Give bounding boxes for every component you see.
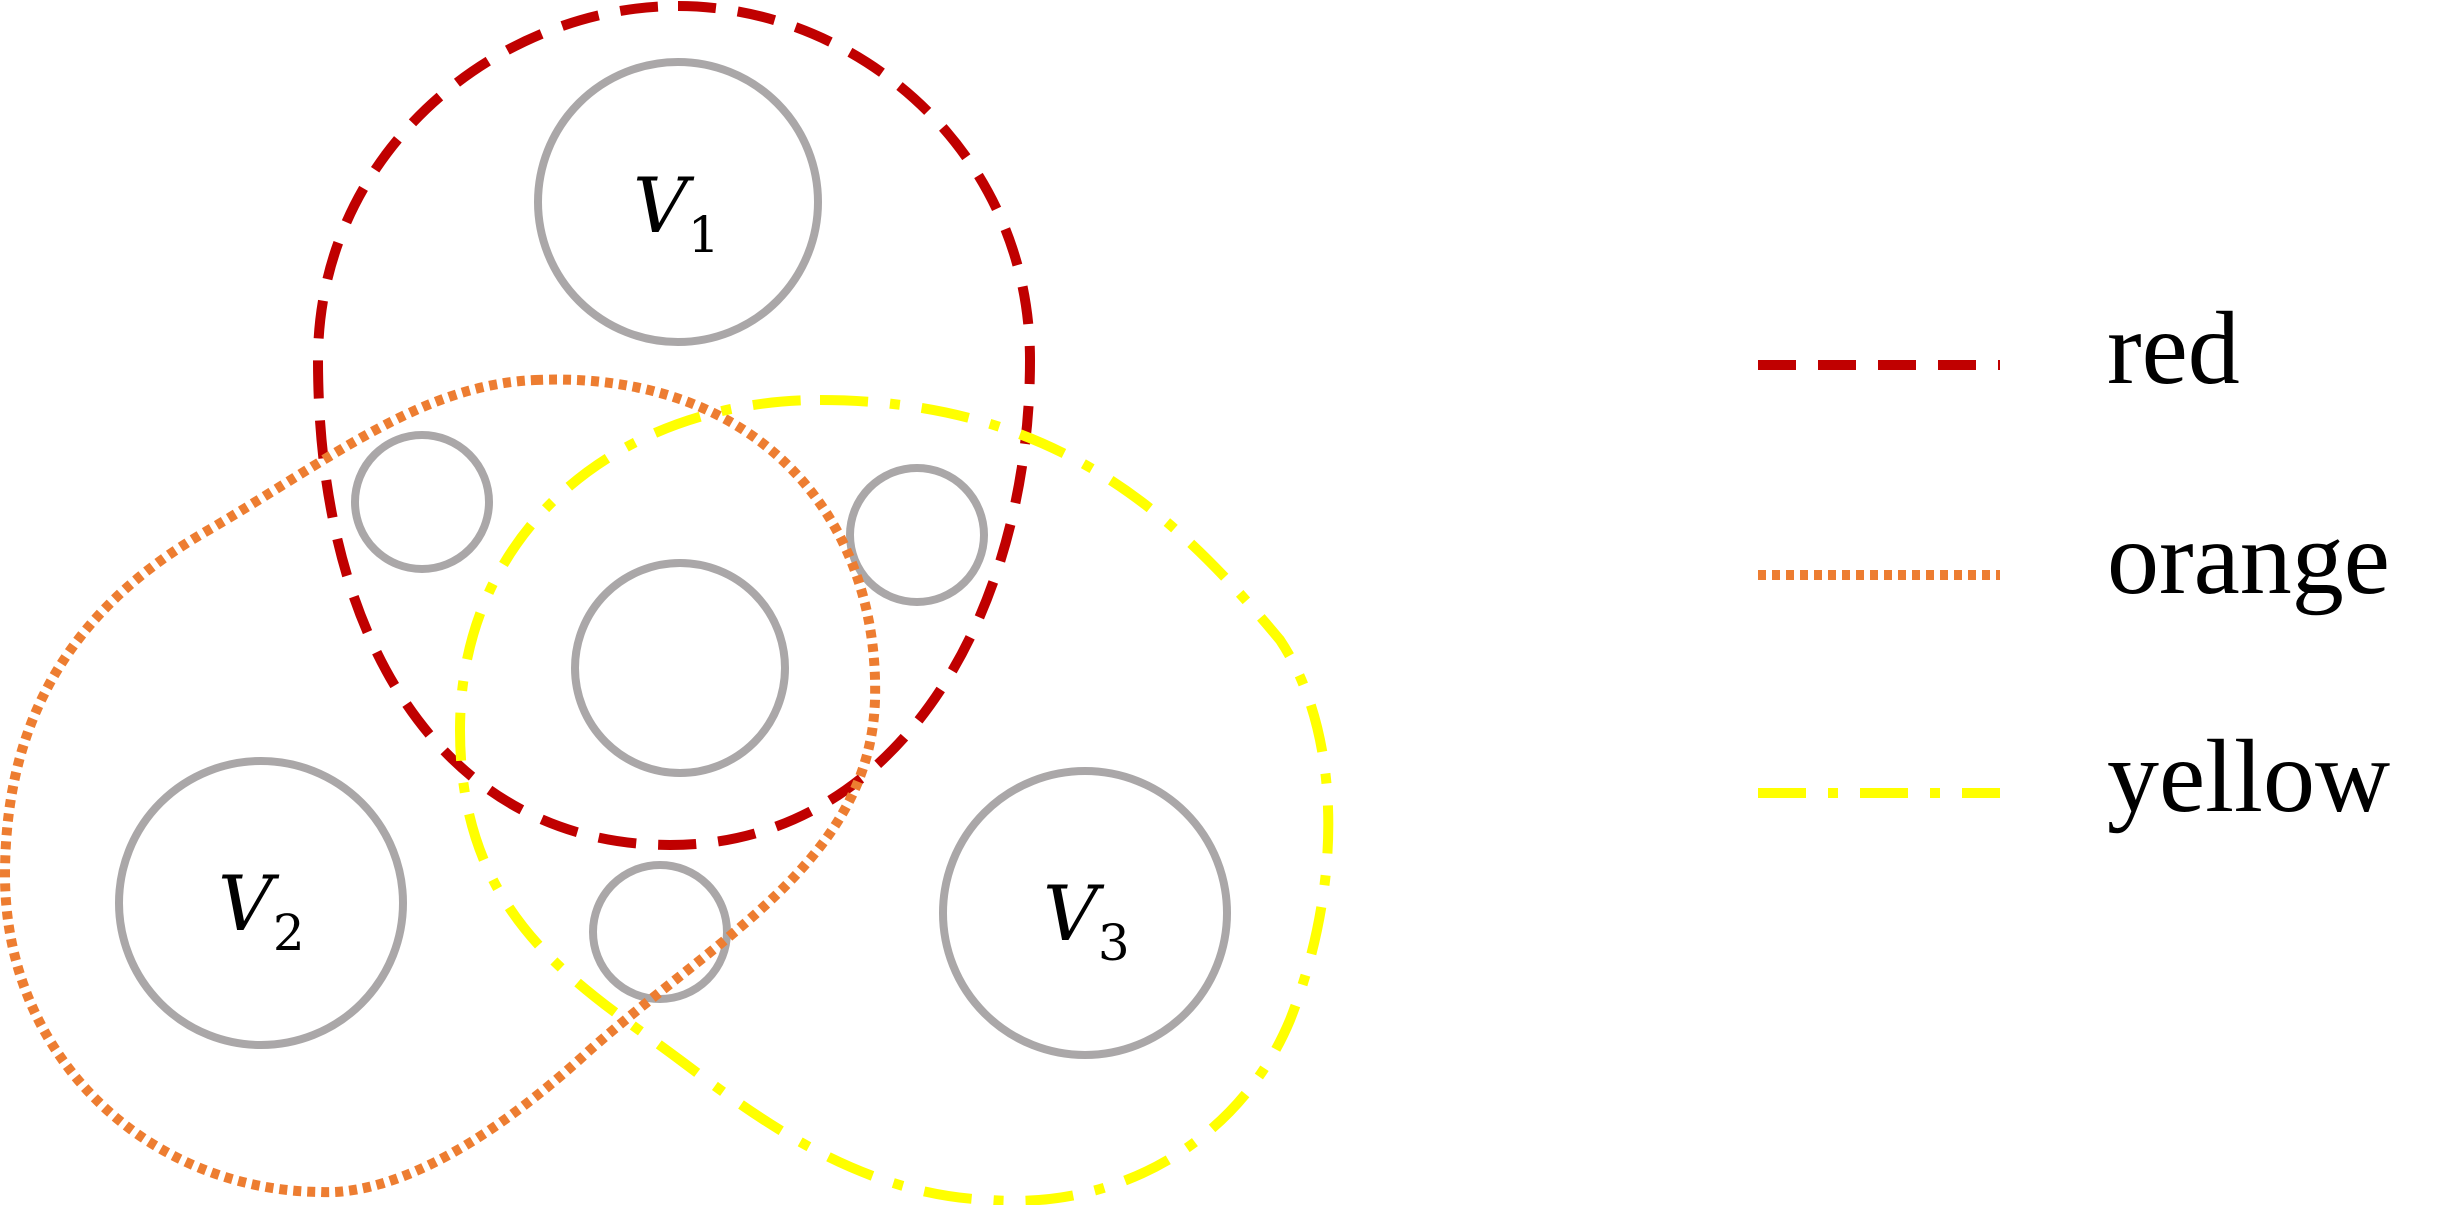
vertex-v2-symbol: V — [218, 859, 280, 948]
vertex-small-right-circle — [846, 464, 988, 606]
hyperedge-red — [312, 0, 1036, 851]
legend-label-yellow: yellow — [2107, 719, 2390, 834]
vertex-v3-symbol: V — [1043, 869, 1105, 958]
vertex-v3-circle — [939, 767, 1231, 1059]
vertex-small-left-circle — [351, 431, 493, 573]
vertex-v2-circle — [115, 757, 407, 1049]
vertex-v2-subscript: 2 — [273, 904, 305, 962]
vertex-v1-subscript: 1 — [688, 206, 720, 264]
legend: red orange yellow — [1758, 291, 2390, 834]
vertex-v3-subscript: 3 — [1098, 914, 1130, 972]
vertex-center-circle — [571, 559, 789, 777]
vertex-small-bottom-circle — [589, 861, 731, 1003]
hyperedge-yellow — [454, 394, 1334, 1205]
vertex-v1-symbol: V — [633, 161, 695, 250]
vertex-v3-label: V3 — [1043, 869, 1130, 972]
vertex-v1-circle — [534, 58, 822, 346]
legend-label-orange: orange — [2107, 501, 2390, 616]
hyperedge-orange — [0, 374, 881, 1198]
legend-label-red: red — [2107, 291, 2240, 406]
vertex-v1-label: V1 — [633, 161, 720, 264]
vertex-v2-label: V2 — [218, 859, 305, 962]
